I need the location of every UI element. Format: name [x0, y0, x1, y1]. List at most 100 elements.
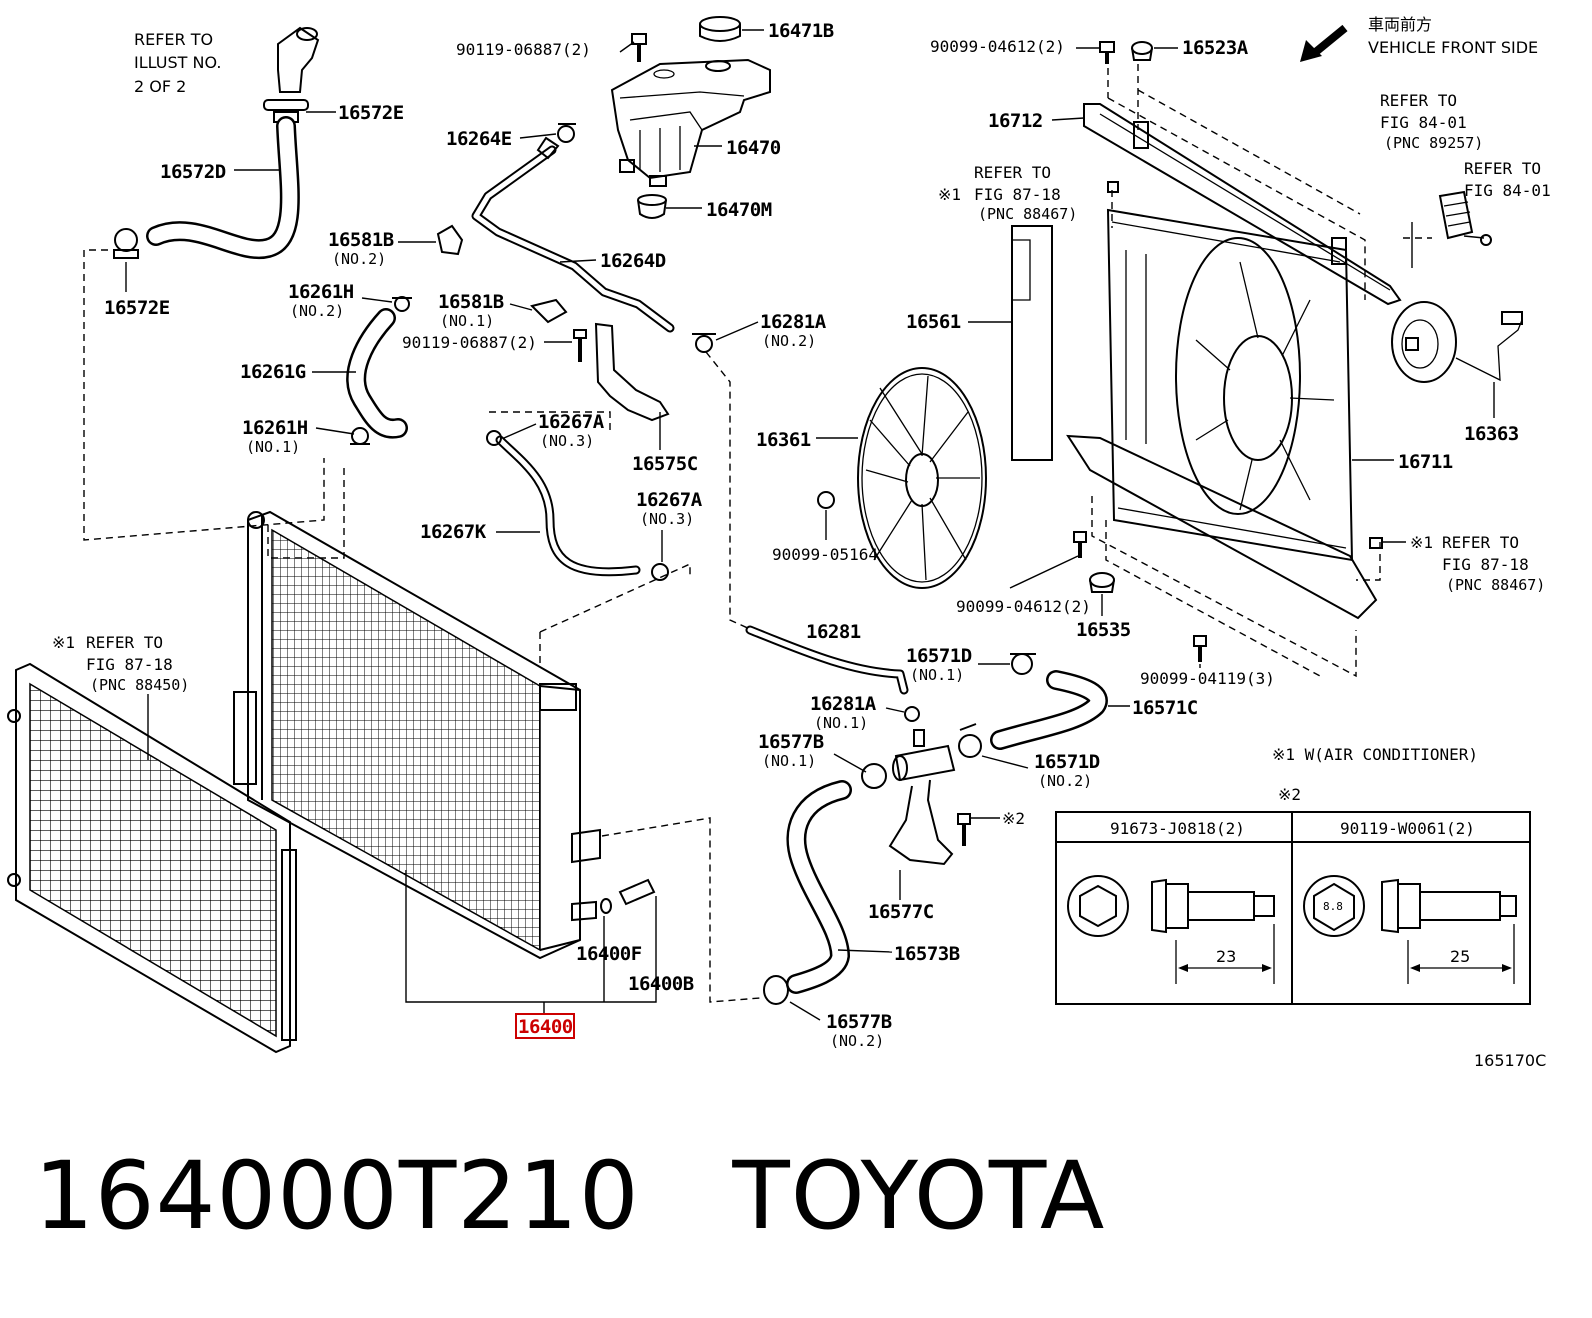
label-16471B: 16471B — [768, 20, 834, 42]
nut-90099-05164 — [817, 491, 835, 509]
svg-text:※1: ※1 — [938, 185, 961, 204]
label-16281A-no2: 16281A — [760, 311, 827, 333]
hose-16264D — [471, 136, 675, 333]
part-labels: 16471B 90119-06887(2) 16264E 16470 16470… — [104, 20, 1519, 1050]
label-16581B-no1: 16581B — [438, 291, 504, 313]
clamp-16577B-no2 — [763, 975, 789, 1005]
svg-text:FIG 84-01: FIG 84-01 — [1464, 181, 1551, 200]
condenser — [7, 662, 297, 1054]
label-16575C: 16575C — [632, 453, 698, 475]
highlight-box — [515, 1013, 575, 1039]
clip-16267A-b — [651, 563, 669, 581]
svg-text:REFER TO: REFER TO — [1442, 533, 1519, 552]
svg-text:REFER TO: REFER TO — [1464, 159, 1541, 178]
svg-text:REFER TO: REFER TO — [1380, 91, 1457, 110]
label-16572E-bottom: 16572E — [104, 297, 170, 319]
label-16261H-no1: 16261H — [242, 417, 308, 439]
label-16573B: 16573B — [894, 943, 960, 965]
hose-16572D — [146, 116, 300, 260]
svg-text:2 OF 2: 2 OF 2 — [134, 77, 186, 96]
clamp-16571D-no2 — [958, 723, 982, 758]
svg-text:※1: ※1 — [1410, 533, 1433, 552]
svg-text:FIG 87-18: FIG 87-18 — [974, 185, 1061, 204]
label-16712: 16712 — [988, 110, 1043, 132]
legend-note: ※1 W(AIR CONDITIONER) — [1272, 745, 1478, 764]
svg-text:(PNC 89257): (PNC 89257) — [1384, 134, 1483, 152]
label-16470M: 16470M — [706, 199, 772, 221]
svg-text:(NO.1): (NO.1) — [246, 438, 300, 456]
label-90119-06887-mid: 90119-06887(2) — [402, 333, 537, 352]
legend-bolt-grade: 8.8 — [1323, 900, 1343, 913]
reservoir-tank-16470 — [610, 58, 771, 187]
svg-text:(NO.2): (NO.2) — [332, 250, 386, 268]
svg-text:(NO.2): (NO.2) — [1038, 772, 1092, 790]
label-16281: 16281 — [806, 621, 861, 643]
svg-text:(NO.1): (NO.1) — [762, 752, 816, 770]
label-16577B-no2: 16577B — [826, 1011, 892, 1033]
label-16264D: 16264D — [600, 250, 666, 272]
svg-text:FIG 87-18: FIG 87-18 — [1442, 555, 1529, 574]
label-16535: 16535 — [1076, 619, 1131, 641]
bracket-16575C — [573, 322, 670, 422]
hose-16571C — [990, 670, 1108, 750]
relay-block — [1438, 190, 1492, 246]
legend-col2: 90119-W0061(2) — [1340, 819, 1475, 838]
clip-16581B-no1 — [530, 298, 568, 324]
clamp-16577B-no1 — [861, 763, 887, 789]
svg-text:(PNC 88450): (PNC 88450) — [90, 676, 189, 694]
label-16363: 16363 — [1464, 423, 1519, 445]
label-16267A-b: 16267A — [636, 489, 703, 511]
vehicle-front-jp: 車両前方 — [1368, 15, 1432, 34]
clamp-16572E-bottom — [113, 228, 139, 259]
label-16572D: 16572D — [160, 161, 226, 183]
label-90099-05164: 90099-05164 — [772, 545, 878, 564]
label-90099-04612-mid: 90099-04612(2) — [956, 597, 1091, 616]
hose-16573B — [786, 780, 852, 994]
clip-refer-right — [1369, 537, 1383, 549]
label-16400B: 16400B — [628, 973, 694, 995]
label-16577B-no1: 16577B — [758, 731, 824, 753]
label-mark-2: ※2 — [1002, 809, 1025, 828]
clip-16581B-no2 — [436, 224, 464, 256]
legend-table: ※1 W(AIR CONDITIONER) ※2 91673-J0818(2) … — [1055, 745, 1531, 1005]
reservoir-seal-16470M — [637, 194, 667, 219]
clip-refer-top — [1107, 181, 1119, 193]
hose-16267K — [495, 435, 641, 577]
bolt-90099-04119 — [1193, 635, 1207, 662]
svg-text:REFER TO: REFER TO — [134, 30, 213, 49]
clip-16264E — [557, 123, 576, 143]
label-16281A-no1: 16281A — [810, 693, 877, 715]
figure-code: 165170C — [1474, 1051, 1546, 1070]
label-90099-04119: 90099-04119(3) — [1140, 669, 1275, 688]
label-16581B-no2: 16581B — [328, 229, 394, 251]
label-16577C: 16577C — [868, 901, 934, 923]
svg-text:(NO.1): (NO.1) — [814, 714, 868, 732]
part-number: 164000T210 — [34, 1142, 640, 1251]
legend-dim1: 23 — [1216, 947, 1236, 966]
drain-16400B — [618, 878, 656, 906]
label-16267K: 16267K — [420, 521, 487, 543]
svg-text:※1: ※1 — [52, 633, 75, 652]
legend-mark: ※2 — [1278, 785, 1301, 804]
label-90099-04612-top: 90099-04612(2) — [930, 37, 1065, 56]
svg-text:(PNC 88467): (PNC 88467) — [978, 205, 1077, 223]
label-16261G: 16261G — [240, 361, 306, 383]
inlet-16572E-top — [263, 26, 320, 123]
svg-text:ILLUST NO.: ILLUST NO. — [134, 53, 221, 72]
label-16470: 16470 — [726, 137, 781, 159]
label-16261H-no2: 16261H — [288, 281, 354, 303]
svg-text:(NO.2): (NO.2) — [830, 1032, 884, 1050]
label-16571D-no1: 16571D — [906, 645, 972, 667]
fan-16361 — [857, 367, 987, 589]
parts-diagram: 車両前方 VEHICLE FRONT SIDE REFER TO ILLUST … — [7, 15, 1551, 1070]
label-16264E: 16264E — [446, 128, 512, 150]
svg-text:(NO.1): (NO.1) — [910, 666, 964, 684]
clamp-16281A-no1 — [904, 706, 920, 722]
brand-name: TOYOTA — [732, 1142, 1106, 1251]
oring-16400F — [600, 898, 612, 914]
vehicle-front-en: VEHICLE FRONT SIDE — [1368, 38, 1538, 57]
label-16400-highlighted[interactable]: 16400 — [518, 1016, 573, 1038]
bracket-16712 — [1083, 103, 1402, 306]
radiator-16400 — [233, 510, 601, 960]
bolt-90099-04612-top — [1099, 41, 1115, 64]
